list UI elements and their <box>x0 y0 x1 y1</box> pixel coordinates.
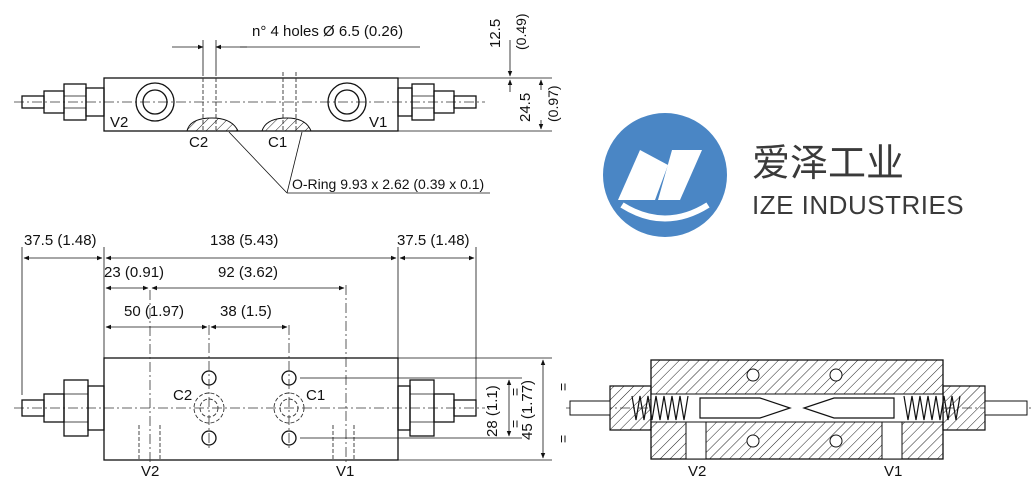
dim-24-5-in: (0.97) <box>545 85 561 122</box>
eq-mark-1: = <box>507 388 523 396</box>
dim-24-5: 24.5 <box>517 93 534 122</box>
dim-45: 45 (1.77) <box>519 380 536 440</box>
dim-12-5-in: (0.49) <box>513 13 529 50</box>
dim-total: 138 (5.43) <box>210 232 278 249</box>
section-port-v2: V2 <box>688 463 706 480</box>
front-port-c2: C2 <box>173 387 192 404</box>
front-port-c1: C1 <box>306 387 325 404</box>
oring-note: O-Ring 9.93 x 2.62 (0.39 x 0.1) <box>292 176 484 192</box>
dim-50: 50 (1.97) <box>124 303 184 320</box>
front-port-v1: V1 <box>336 463 354 480</box>
logo-chinese-text: 爱泽工业 <box>752 143 904 185</box>
eq-mark-4: = <box>555 435 571 443</box>
eq-mark-2: = <box>507 420 523 428</box>
dim-right: 37.5 (1.48) <box>397 232 470 249</box>
dim-38: 38 (1.5) <box>220 303 272 320</box>
dim-92: 92 (3.62) <box>218 264 278 281</box>
ize-logo <box>603 113 727 237</box>
top-port-c1: C1 <box>268 134 287 151</box>
dim-28: 28 (1.1) <box>484 385 501 437</box>
section-view <box>566 359 1032 460</box>
dim-left: 37.5 (1.48) <box>24 232 97 249</box>
dim-23: 23 (0.91) <box>104 264 164 281</box>
logo-english-text: IZE INDUSTRIES <box>752 190 964 220</box>
top-port-v1: V1 <box>369 114 387 131</box>
holes-note: n° 4 holes Ø 6.5 (0.26) <box>252 23 403 40</box>
section-port-v1: V1 <box>884 463 902 480</box>
top-port-c2: C2 <box>189 134 208 151</box>
front-view <box>14 247 552 465</box>
front-port-v2: V2 <box>141 463 159 480</box>
eq-mark-3: = <box>555 383 571 391</box>
top-port-v2: V2 <box>110 114 128 131</box>
top-view <box>14 40 552 194</box>
dim-12-5: 12.5 <box>487 19 504 48</box>
